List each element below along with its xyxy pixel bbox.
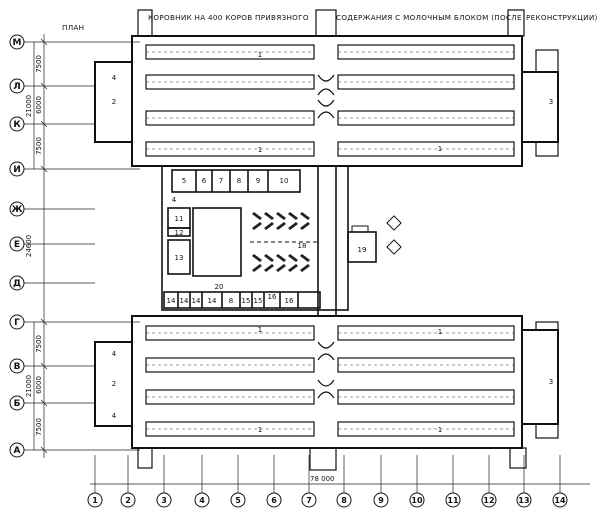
row-label-b: Б — [14, 399, 21, 409]
room-14-d: 14 — [208, 297, 217, 305]
room-labels: 1 1 1 1 1 1 1 2 2 3 3 4 4 4 4 5 6 7 8 9 … — [112, 51, 553, 434]
room-1-bottom-d: 1 — [438, 426, 442, 434]
plan-label: ПЛАН — [62, 23, 84, 32]
dimension-labels: 7500 6000 7500 21000 24600 7500 6000 750… — [25, 55, 43, 436]
top-stall-dividers — [146, 51, 514, 150]
dim-top-7500b: 7500 — [35, 137, 43, 155]
tank-symbols — [351, 215, 402, 255]
dim-top-total: 21000 — [25, 95, 33, 117]
room-14-c: 14 — [192, 297, 201, 305]
row-label-m: М — [13, 38, 22, 48]
milk-block — [161, 165, 377, 311]
room-19: 19 — [358, 246, 367, 254]
col-label-1: 1 — [92, 496, 98, 505]
col-label-2: 2 — [125, 496, 131, 505]
room-8-b: 8 — [229, 297, 233, 305]
dim-overall-length: 78 000 — [310, 475, 335, 483]
top-barn-block — [94, 35, 559, 167]
left-dimension-lines — [33, 34, 48, 458]
row-label-i: И — [13, 165, 21, 175]
row-label-k: К — [13, 120, 21, 130]
col-label-5: 5 — [235, 496, 241, 505]
col-label-8: 8 — [341, 496, 347, 505]
dim-top-7500a: 7500 — [35, 55, 43, 73]
title-part-3: РЕКОНСТРУКЦИИ) — [526, 13, 598, 22]
room-4-a: 4 — [112, 74, 117, 82]
row-label-e: Е — [14, 240, 20, 250]
room-2-top: 2 — [112, 98, 116, 106]
room-15-a: 15 — [242, 297, 251, 305]
room-2-bottom: 2 — [112, 380, 116, 388]
connecting-corridor — [317, 166, 337, 316]
top-central-passage — [137, 9, 559, 157]
title-part-2: СОДЕРЖАНИЯ С МОЛОЧНЫМ БЛОКОМ (ПОСЛЕ — [336, 13, 522, 22]
row-axis-labels: М Л К И Ж Е Д Г В Б А — [11, 38, 22, 456]
room-16-a: 16 — [268, 293, 277, 301]
col-label-9: 9 — [378, 496, 384, 505]
room-4-c: 4 — [112, 412, 117, 420]
room-1-bottom-b: 1 — [438, 328, 442, 336]
room-6: 6 — [202, 177, 207, 185]
room-14-b: 14 — [180, 297, 189, 305]
bottom-central-passage — [137, 321, 559, 471]
room-7: 7 — [219, 177, 223, 185]
dim-top-6000: 6000 — [35, 96, 43, 114]
room-4-b: 4 — [112, 350, 117, 358]
dim-bottom-7500a: 7500 — [35, 335, 43, 353]
dim-middle: 24600 — [25, 235, 33, 257]
row-label-v: В — [14, 362, 21, 372]
col-label-10: 10 — [411, 496, 423, 505]
col-label-3: 3 — [161, 496, 167, 505]
room-14-a: 14 — [167, 297, 176, 305]
column-gridlines — [90, 455, 590, 494]
col-label-13: 13 — [518, 496, 529, 505]
bottom-stall-dividers — [146, 332, 514, 430]
row-label-d: Д — [13, 279, 21, 289]
row-axis-bubbles — [9, 34, 25, 458]
col-label-11: 11 — [447, 496, 459, 505]
room-1-top-b: 1 — [258, 146, 262, 154]
room-11: 11 — [175, 215, 184, 223]
room-1-bottom-c: 1 — [258, 426, 262, 434]
room-1-bottom-a: 1 — [258, 326, 262, 334]
room-9: 9 — [256, 177, 260, 185]
room-3-bottom: 3 — [549, 378, 553, 386]
room-5: 5 — [182, 177, 186, 185]
col-label-12: 12 — [483, 496, 494, 505]
room-8: 8 — [237, 177, 241, 185]
room-18: 18 — [298, 242, 307, 250]
room-20: 20 — [215, 283, 224, 291]
dim-bottom-total: 21000 — [25, 375, 33, 397]
room-1-top-a: 1 — [258, 51, 262, 59]
col-label-4: 4 — [199, 496, 205, 505]
room-3-top: 3 — [549, 98, 553, 106]
row-label-zh: Ж — [11, 205, 22, 215]
milking-parlour — [252, 212, 310, 272]
bottom-barn-block — [94, 315, 559, 449]
room-1-top-c: 1 — [438, 145, 442, 153]
bottom-stall-rows — [145, 325, 515, 437]
room-15-b: 15 — [254, 297, 263, 305]
column-axis-bubbles — [87, 492, 568, 508]
room-4-d: 4 — [172, 196, 177, 204]
col-label-7: 7 — [306, 496, 312, 505]
room-16-b: 16 — [285, 297, 294, 305]
column-axis-labels: 1 2 3 4 5 6 7 8 9 10 11 12 13 14 — [92, 496, 566, 505]
row-label-l: Л — [13, 82, 20, 92]
col-label-6: 6 — [271, 496, 277, 505]
col-label-14: 14 — [554, 496, 566, 505]
dim-bottom-6000: 6000 — [35, 376, 43, 394]
room-12: 12 — [175, 229, 184, 237]
dim-bottom-7500b: 7500 — [35, 418, 43, 436]
top-stall-rows — [145, 44, 515, 157]
room-10: 10 — [280, 177, 289, 185]
row-gridlines — [24, 41, 140, 451]
room-13: 13 — [175, 254, 184, 262]
title-part-1: КОРОВНИК НА 400 КОРОВ ПРИВЯЗНОГО — [148, 13, 309, 22]
row-label-a: А — [14, 446, 21, 456]
row-label-g: Г — [14, 318, 20, 328]
